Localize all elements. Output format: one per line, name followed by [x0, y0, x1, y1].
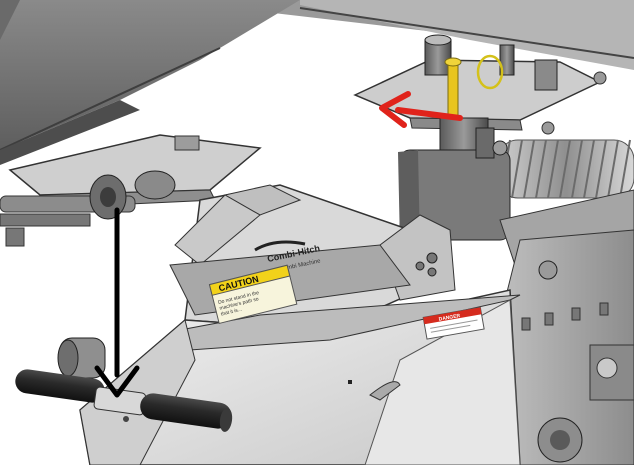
down-arrow [94, 207, 140, 398]
caution-decal: CAUTION Do not stand in themachine's pat… [208, 264, 298, 325]
danger-decal: DANGER [422, 306, 485, 340]
hitch-column [398, 117, 511, 245]
left-arrow [379, 91, 463, 128]
compression-spring [497, 139, 634, 199]
upper-frame [0, 0, 634, 165]
danger-label-text: DANGER [438, 313, 461, 323]
handle-bar [15, 337, 233, 432]
right-frame [499, 189, 634, 465]
